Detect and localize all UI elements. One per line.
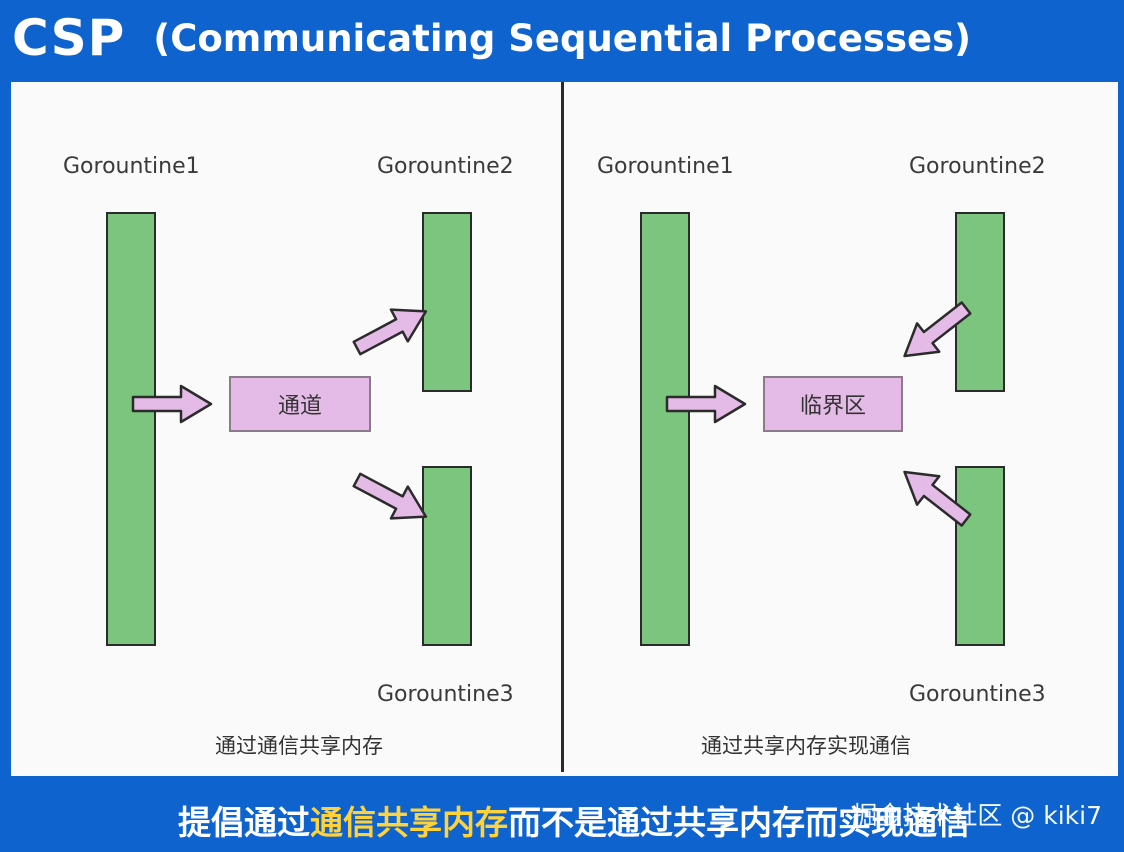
right-caption: 通过共享内存实现通信 (701, 734, 911, 758)
critical-section-box: 临界区 (763, 376, 903, 432)
panel-divider (561, 82, 564, 772)
right-goroutine2-bar (955, 212, 1005, 392)
left-arrow-g1-to-channel (131, 384, 213, 424)
arrows-layer (131, 292, 979, 536)
watermark: 掘金技术社区 @ kiki7 (852, 801, 1102, 830)
title-bar: CSP (Communicating Sequential Processes) (12, 0, 971, 76)
left-goroutine3-bar (422, 466, 472, 646)
left-arrow-to-g2 (347, 294, 436, 366)
right-arrow-g3-to-critical (892, 456, 979, 536)
left-goroutine1-label: Gorountine1 (63, 154, 200, 179)
right-goroutine1-bar (640, 212, 690, 646)
right-goroutine2-label: Gorountine2 (909, 154, 1046, 179)
bottom-bar: 提倡通过通信共享内存而不是通过共享内存而实现通信 掘金技术社区 @ kiki7 (0, 778, 1124, 852)
left-caption: 通过通信共享内存 (215, 734, 383, 758)
right-arrow-g1-to-critical (665, 384, 747, 424)
right-goroutine3-label: Gorountine3 (909, 682, 1046, 707)
left-arrow-to-g3 (347, 462, 436, 534)
slogan-part1: 提倡通过 (178, 803, 310, 842)
slogan-highlight: 通信共享内存 (310, 803, 508, 842)
title-subtitle: (Communicating Sequential Processes) (153, 16, 972, 60)
left-goroutine1-bar (106, 212, 156, 646)
left-goroutine3-label: Gorountine3 (377, 682, 514, 707)
left-goroutine2-label: Gorountine2 (377, 154, 514, 179)
channel-box: 通道 (229, 376, 371, 432)
slogan-part2: 而不是通过共享内存而实现通信 (508, 803, 970, 842)
slogan: 提倡通过通信共享内存而不是通过共享内存而实现通信 (178, 796, 970, 844)
title-main: CSP (12, 9, 126, 67)
diagram-panel: Gorountine1 Gorountine2 Gorountine3 通道 通… (11, 82, 1118, 776)
right-goroutine3-bar (955, 466, 1005, 646)
right-arrow-g2-to-critical (892, 292, 979, 372)
right-goroutine1-label: Gorountine1 (597, 154, 734, 179)
left-goroutine2-bar (422, 212, 472, 392)
